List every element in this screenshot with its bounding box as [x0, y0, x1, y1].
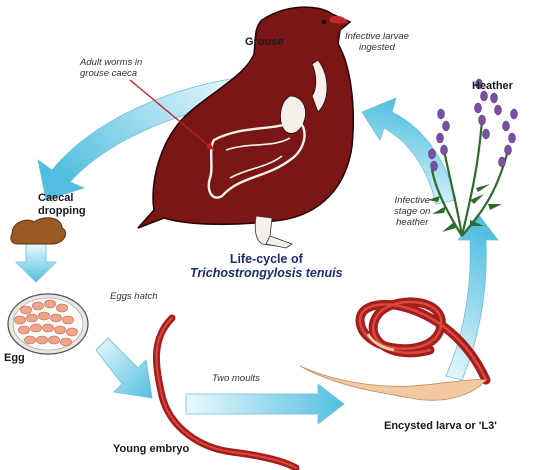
title-line1: Life-cycle of: [190, 252, 343, 266]
egg-label: Egg: [4, 352, 25, 365]
caecal-dropping-illustration: [11, 218, 66, 244]
infective-ingested-label: Infective larvae ingested: [345, 32, 409, 54]
infective-stage-line3: heather: [394, 218, 430, 229]
diagram-title: Life-cycle of Trichostrongylosis tenuis: [190, 252, 343, 281]
caecal-line2: dropping: [38, 205, 86, 218]
two-moults-label: Two moults: [212, 374, 260, 385]
down-arrow: [16, 244, 56, 282]
infective-stage-label: Infective stage on heather: [394, 196, 430, 229]
title-line2: Trichostrongylosis tenuis: [190, 266, 343, 280]
eggs-hatch-label: Eggs hatch: [110, 292, 158, 303]
grouse-label: Grouse: [245, 36, 284, 49]
heather-illustration: [428, 79, 518, 236]
heather-label: Heather: [472, 80, 513, 93]
egg-to-embryo-arrow: [96, 338, 152, 398]
caecal-line1: Caecal: [38, 192, 86, 205]
caecal-dropping-label: Caecal dropping: [38, 192, 86, 217]
two-moults-arrow: [186, 384, 344, 424]
young-embryo-label: Young embryo: [113, 443, 189, 456]
encysted-larva-label: Encysted larva or 'L3': [384, 420, 497, 433]
infective-ingested-line2: ingested: [345, 43, 409, 54]
adult-worms-label: Adult worms in grouse caeca: [80, 58, 142, 80]
egg-illustration: [8, 294, 88, 354]
adult-worms-line2: grouse caeca: [80, 69, 142, 80]
